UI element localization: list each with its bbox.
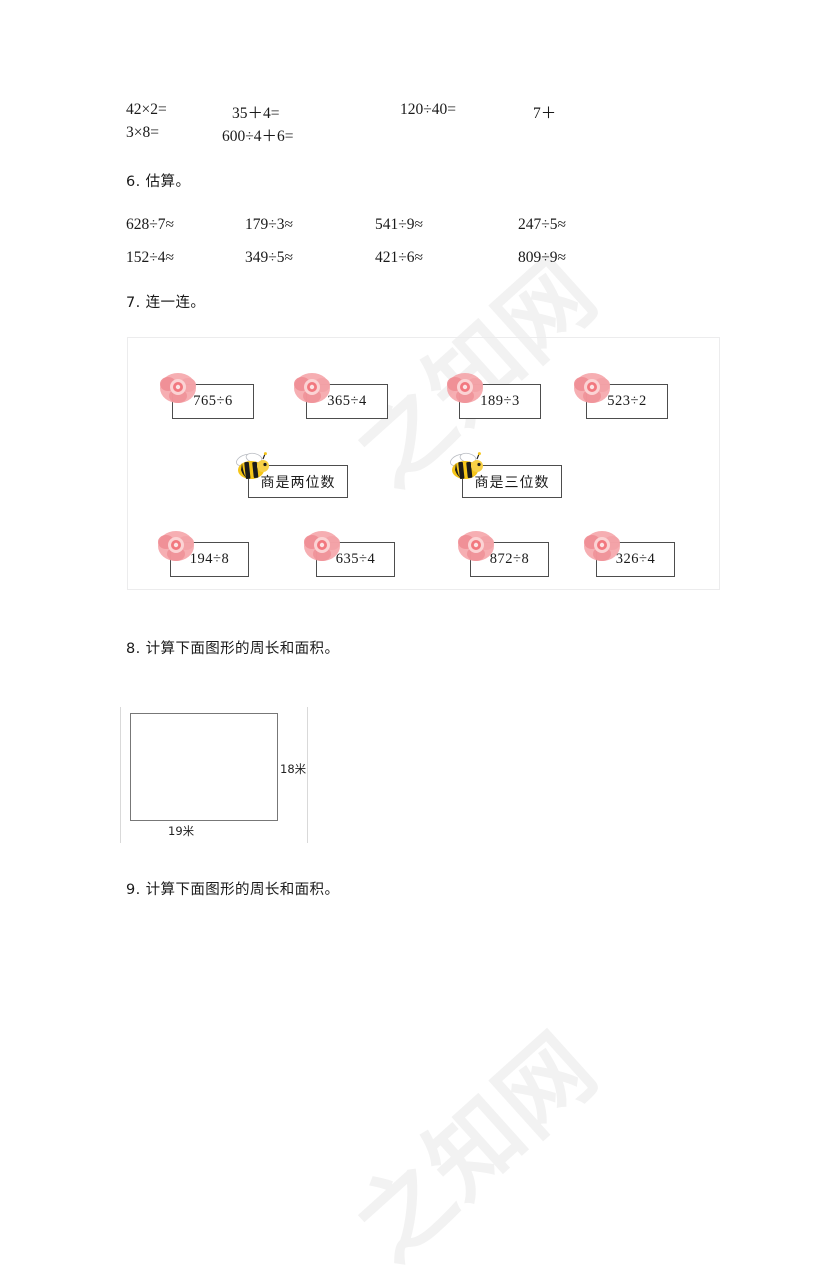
oral-calc-item: 600÷4＋6= [222, 128, 294, 145]
matching-exercise-container: 765÷6 365÷4 [127, 337, 720, 590]
match-target-label: 商是三位数 [462, 465, 562, 498]
match-item-label: 365÷4 [306, 384, 388, 419]
match-item-label: 765÷6 [172, 384, 254, 419]
section-6-title: 6. 估算。 [126, 174, 191, 190]
estimate-item: 349÷5≈ [245, 249, 294, 266]
match-item-label: 194÷8 [170, 542, 249, 577]
section-8-title: 8. 计算下面图形的周长和面积。 [126, 641, 340, 657]
rectangle-shape [130, 713, 278, 821]
estimate-item: 541÷9≈ [375, 216, 424, 233]
rectangle-figure: 18米 19米 [120, 705, 315, 845]
oral-calc-item: 120÷40= [400, 101, 456, 118]
figure-guide-right [307, 707, 308, 843]
match-item-label: 523÷2 [586, 384, 668, 419]
section-7-title: 7. 连一连。 [126, 295, 206, 311]
figure-guide-left [120, 707, 121, 843]
match-target-label: 商是两位数 [248, 465, 348, 498]
oral-calc-item: 7＋ [533, 105, 557, 122]
oral-calc-item: 35＋4= [232, 105, 280, 122]
estimate-item: 179÷3≈ [245, 216, 294, 233]
estimate-item: 152÷4≈ [126, 249, 175, 266]
oral-calc-item: 3×8= [126, 124, 159, 141]
oral-calc-item: 42×2= [126, 101, 167, 118]
rectangle-height-label: 18米 [280, 762, 307, 776]
estimate-item: 421÷6≈ [375, 249, 424, 266]
section-9-title: 9. 计算下面图形的周长和面积。 [126, 882, 340, 898]
match-item-label: 189÷3 [459, 384, 541, 419]
match-item-label: 872÷8 [470, 542, 549, 577]
match-item-label: 635÷4 [316, 542, 395, 577]
estimate-item: 247÷5≈ [518, 216, 567, 233]
match-item-label: 326÷4 [596, 542, 675, 577]
worksheet-page: 42×2= 35＋4= 120÷40= 7＋ 3×8= 600÷4＋6= 6. … [120, 101, 720, 898]
estimate-item: 628÷7≈ [126, 216, 175, 233]
rectangle-width-label: 19米 [168, 824, 195, 838]
estimate-item: 809÷9≈ [518, 249, 567, 266]
